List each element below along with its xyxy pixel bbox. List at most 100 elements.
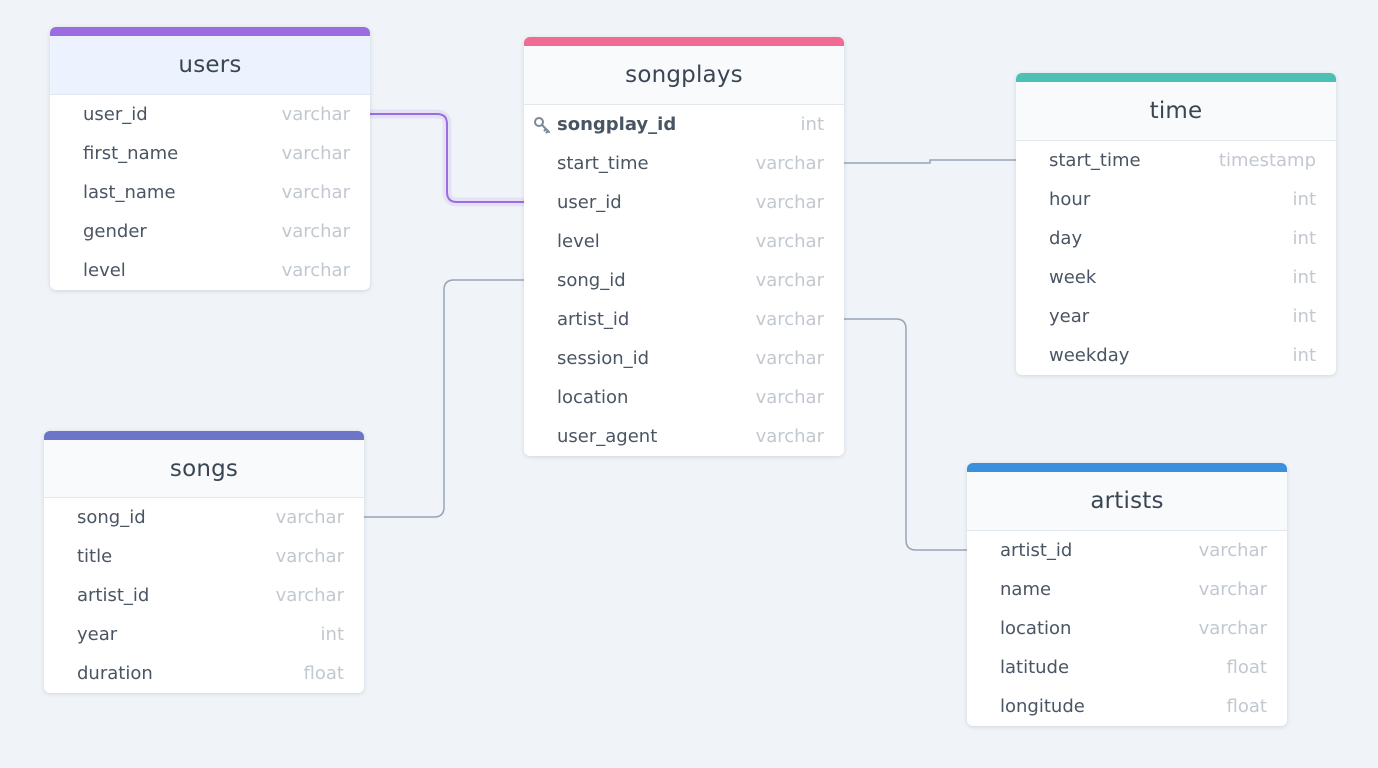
field-name: start_time <box>1049 150 1141 171</box>
field-row-artist-id[interactable]: artist_id varchar <box>44 576 364 615</box>
field-type: varchar <box>755 231 824 252</box>
field-type: varchar <box>755 309 824 330</box>
table-header-users[interactable]: users <box>50 27 370 95</box>
table-title: songs <box>169 455 239 482</box>
field-type: int <box>1292 306 1316 327</box>
field-name: duration <box>77 663 153 684</box>
field-row-songplay-id[interactable]: songplay_id int <box>524 105 844 144</box>
field-row-session-id[interactable]: session_id varchar <box>524 339 844 378</box>
field-name: latitude <box>1000 657 1070 678</box>
relation-songplays-artists[interactable] <box>844 318 967 551</box>
table-title: artists <box>1090 488 1164 514</box>
table-title: time <box>1149 98 1203 124</box>
field-name: songplay_id <box>557 114 677 135</box>
field-name: year <box>77 624 118 645</box>
field-type: varchar <box>1198 540 1267 561</box>
field-row-weekday[interactable]: weekday int <box>1016 336 1336 375</box>
field-type: varchar <box>275 507 344 528</box>
field-row-location[interactable]: location varchar <box>967 609 1287 648</box>
field-row-duration[interactable]: duration float <box>44 654 364 693</box>
key-icon <box>534 117 550 134</box>
field-row-longitude[interactable]: longitude float <box>967 687 1287 726</box>
field-name: last_name <box>83 182 176 203</box>
field-type: varchar <box>281 182 350 203</box>
field-name: week <box>1049 267 1097 288</box>
relation-users-songplays[interactable] <box>370 113 524 203</box>
relation-users-songplays-glow <box>370 109 524 207</box>
field-name: session_id <box>557 348 650 369</box>
field-type: float <box>303 663 344 684</box>
field-name: location <box>557 387 629 408</box>
field-row-latitude[interactable]: latitude float <box>967 648 1287 687</box>
field-row-artist-id[interactable]: artist_id varchar <box>967 531 1287 570</box>
field-row-last-name[interactable]: last_name varchar <box>50 173 370 212</box>
field-row-location[interactable]: location varchar <box>524 378 844 417</box>
field-row-user-id[interactable]: user_id varchar <box>50 95 370 134</box>
field-type: int <box>800 114 824 135</box>
field-name: song_id <box>77 507 146 528</box>
field-type: varchar <box>755 348 824 369</box>
field-row-user-id[interactable]: user_id varchar <box>524 183 844 222</box>
table-title: songplays <box>625 62 743 88</box>
table-header-artists[interactable]: artists <box>967 463 1287 531</box>
relation-songplays-time[interactable] <box>844 159 1016 164</box>
relation-songplays-songs[interactable] <box>364 279 524 518</box>
field-name: level <box>83 260 126 281</box>
field-name: user_id <box>83 104 148 125</box>
field-name: day <box>1049 228 1083 249</box>
field-row-level[interactable]: level varchar <box>50 251 370 290</box>
field-name: artist_id <box>1000 540 1073 561</box>
field-row-level[interactable]: level varchar <box>524 222 844 261</box>
field-name: first_name <box>83 143 179 164</box>
field-name: artist_id <box>77 585 150 606</box>
field-type: varchar <box>755 387 824 408</box>
field-type: varchar <box>275 546 344 567</box>
field-name: gender <box>83 221 147 242</box>
field-type: varchar <box>281 260 350 281</box>
field-name: level <box>557 231 600 252</box>
field-type: varchar <box>755 153 824 174</box>
field-type: varchar <box>1198 579 1267 600</box>
field-type: varchar <box>755 192 824 213</box>
table-header-songs[interactable]: songs <box>44 431 364 498</box>
field-type: varchar <box>1198 618 1267 639</box>
field-type: float <box>1226 696 1267 717</box>
field-name: weekday <box>1049 345 1130 366</box>
field-type: varchar <box>281 221 350 242</box>
table-header-songplays[interactable]: songplays <box>524 37 844 105</box>
field-name: user_id <box>557 192 622 213</box>
field-name: location <box>1000 618 1072 639</box>
field-row-song-id[interactable]: song_id varchar <box>44 498 364 537</box>
field-type: varchar <box>275 585 344 606</box>
field-name: longitude <box>1000 696 1085 717</box>
table-header-time[interactable]: time <box>1016 73 1336 141</box>
field-type: int <box>1292 345 1316 366</box>
field-type: varchar <box>281 104 350 125</box>
field-row-gender[interactable]: gender varchar <box>50 212 370 251</box>
table-title: users <box>178 52 242 78</box>
field-type: varchar <box>281 143 350 164</box>
field-name: song_id <box>557 270 626 291</box>
field-row-first-name[interactable]: first_name varchar <box>50 134 370 173</box>
field-type: float <box>1226 657 1267 678</box>
